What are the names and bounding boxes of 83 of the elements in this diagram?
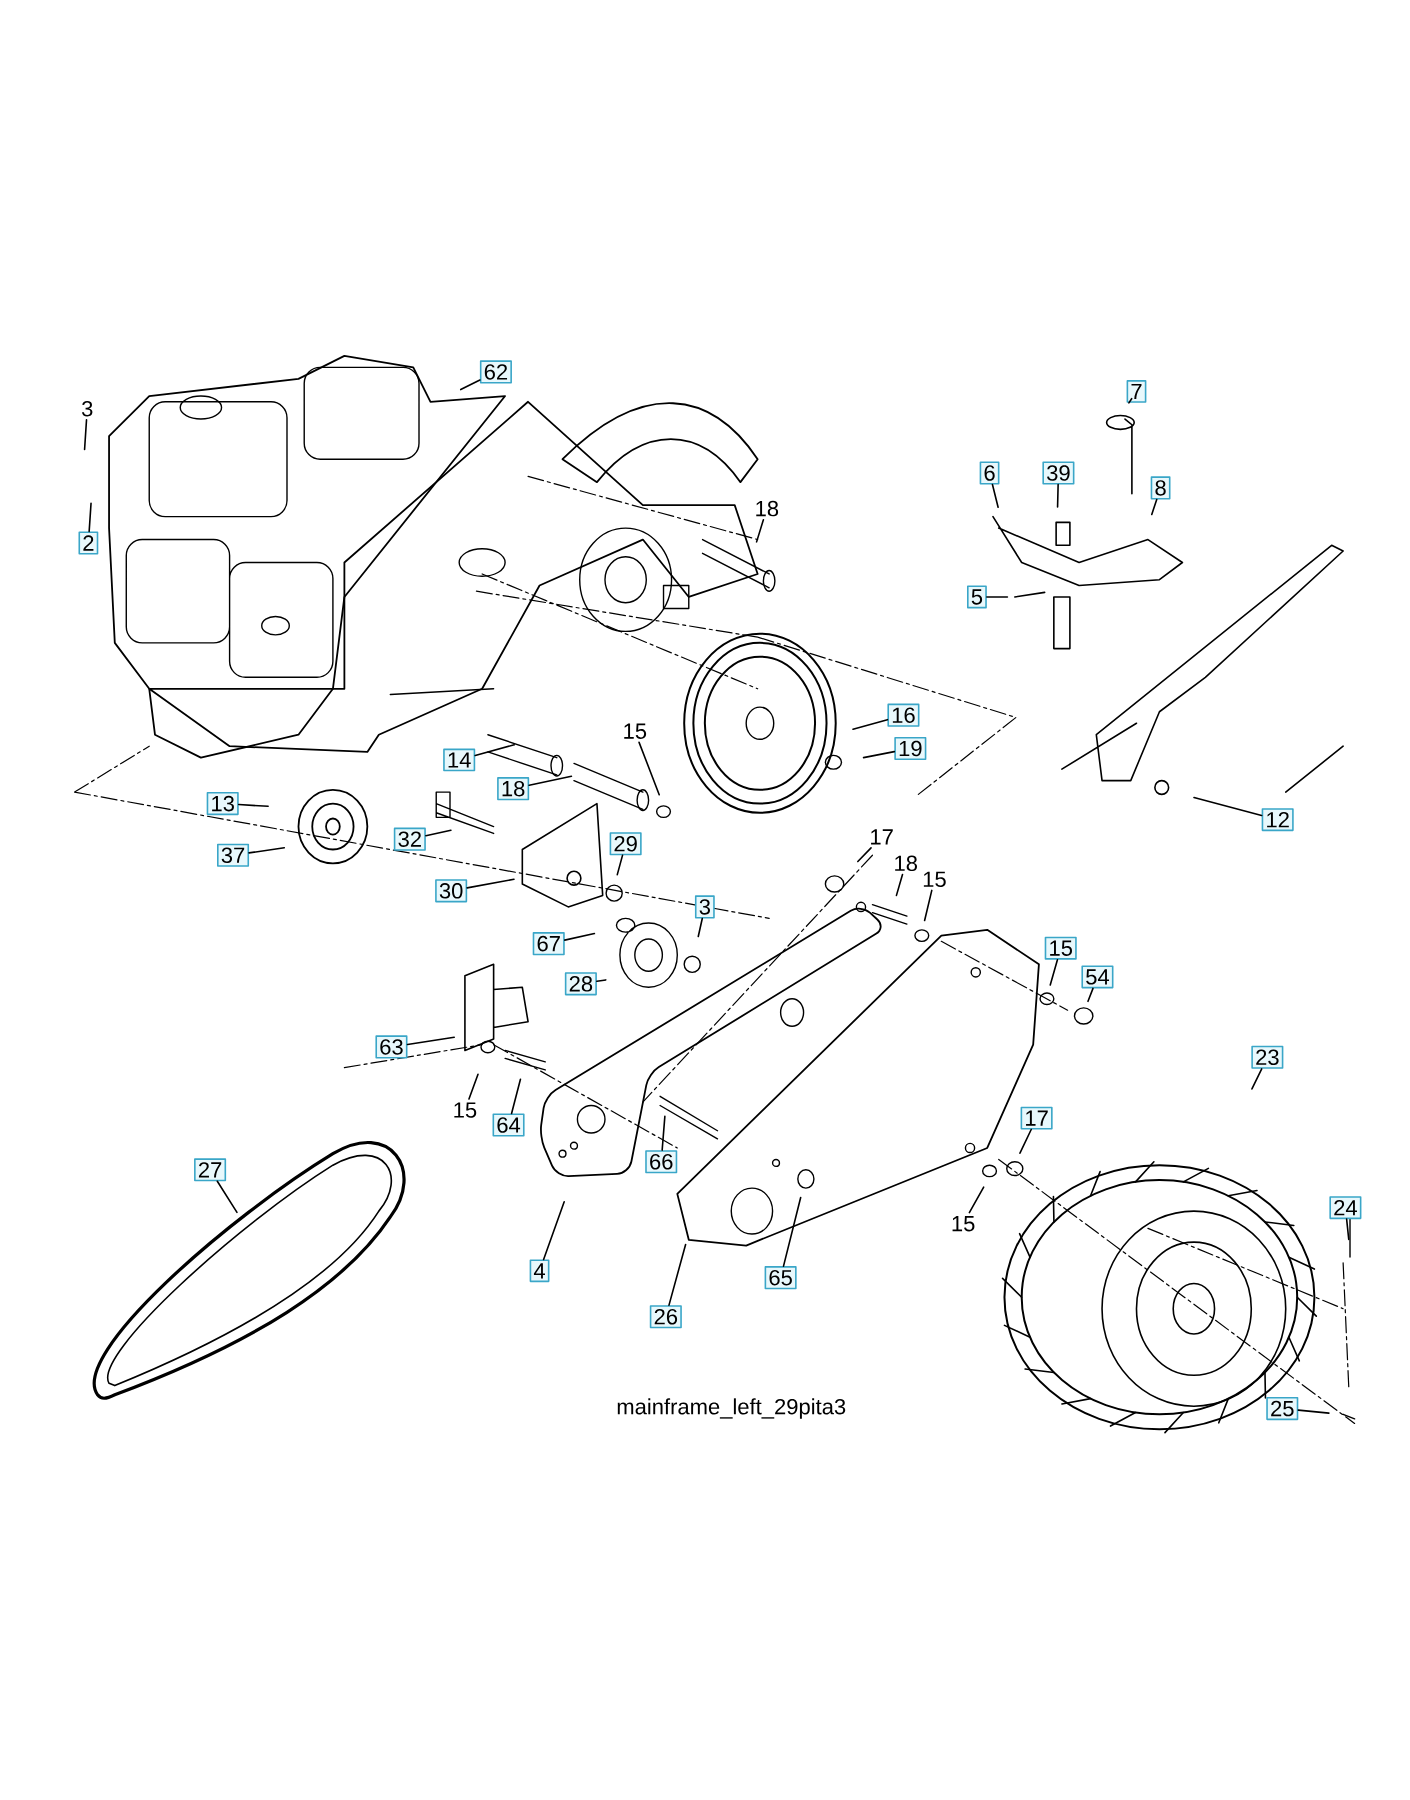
callout-number: 17 xyxy=(866,826,898,848)
leader-line xyxy=(668,1243,687,1306)
leader-line xyxy=(1297,1409,1330,1414)
callout-number: 54 xyxy=(1081,965,1114,989)
leader-line xyxy=(1193,796,1263,817)
leader-line xyxy=(460,379,481,391)
leader-line xyxy=(852,718,889,730)
callout-number: 63 xyxy=(375,1035,408,1059)
leader-line xyxy=(638,741,661,796)
callout-number: 26 xyxy=(649,1305,682,1329)
callout-number: 25 xyxy=(1266,1397,1299,1421)
leader-line xyxy=(596,979,607,983)
leader-line xyxy=(83,419,88,451)
leader-line xyxy=(88,502,92,533)
callout-number: 15 xyxy=(449,1099,481,1121)
leader-line xyxy=(616,854,624,876)
callout-number: 8 xyxy=(1150,476,1171,500)
callout-number: 39 xyxy=(1042,461,1075,485)
leader-line xyxy=(238,803,270,808)
leader-line xyxy=(923,889,933,922)
leader-line xyxy=(1019,1128,1033,1154)
drawing-code: mainframe_left_29pita3 xyxy=(617,1398,846,1419)
leader-line xyxy=(1251,1068,1263,1090)
callout-number: 4 xyxy=(529,1259,550,1283)
callout-number: 18 xyxy=(890,852,922,875)
leader-line xyxy=(968,1186,985,1214)
leader-line xyxy=(466,878,515,889)
leader-line xyxy=(857,847,872,863)
callout-number: 62 xyxy=(480,360,513,384)
callout-number: 27 xyxy=(194,1158,227,1182)
callout-number: 65 xyxy=(764,1266,797,1290)
leader-line xyxy=(510,1078,522,1115)
callout-number: 15 xyxy=(919,868,950,891)
leader-line xyxy=(697,917,704,938)
callout-number: 18 xyxy=(497,777,530,801)
callout-number: 23 xyxy=(1251,1045,1284,1069)
callout-number: 18 xyxy=(751,497,783,520)
leader-line xyxy=(1128,397,1133,404)
callout-number: 14 xyxy=(443,748,476,772)
leader-line xyxy=(1346,1218,1350,1241)
callout-number: 30 xyxy=(435,879,468,903)
callout-number: 15 xyxy=(1044,936,1077,960)
leader-line xyxy=(564,932,596,941)
callout-number: 3 xyxy=(78,397,97,420)
callout-number: 15 xyxy=(619,720,651,742)
callout-number: 2 xyxy=(78,531,99,555)
callout-number: 13 xyxy=(206,792,239,816)
leader-line xyxy=(528,775,573,787)
leader-line xyxy=(248,847,286,854)
callout-number: 15 xyxy=(948,1213,979,1235)
callout-number: 16 xyxy=(887,703,920,727)
leader-line xyxy=(1049,958,1059,986)
callout-number: 24 xyxy=(1329,1196,1362,1220)
leader-line xyxy=(862,750,896,759)
callout-number: 17 xyxy=(1020,1106,1053,1130)
callout-number: 66 xyxy=(645,1150,678,1174)
callout-number: 6 xyxy=(979,461,1000,485)
callout-number: 19 xyxy=(894,736,927,761)
leader-line xyxy=(542,1200,566,1261)
leader-line xyxy=(991,483,1000,509)
callout-number: 5 xyxy=(967,585,987,609)
callout-number: 12 xyxy=(1261,808,1294,832)
leader-line xyxy=(406,1036,456,1046)
callout-number: 7 xyxy=(1126,380,1147,403)
leader-line xyxy=(755,518,765,543)
leader-line xyxy=(895,873,904,897)
callout-number: 32 xyxy=(393,827,426,851)
leader-line xyxy=(1056,483,1060,508)
leader-line xyxy=(661,1115,666,1151)
callout-number: 37 xyxy=(217,843,250,867)
callout-number: 67 xyxy=(532,932,565,956)
leader-line xyxy=(425,829,452,837)
leader-line xyxy=(468,1073,479,1100)
leader-line xyxy=(1087,987,1094,1003)
leader-line xyxy=(474,744,516,757)
callout-number: 64 xyxy=(492,1113,525,1137)
leader-line xyxy=(1151,498,1158,516)
callout-number: 3 xyxy=(695,895,715,919)
callout-number: 29 xyxy=(609,832,642,856)
leader-line xyxy=(216,1180,238,1214)
leader-line xyxy=(986,596,1009,598)
callout-number: 28 xyxy=(565,972,598,996)
leader-line xyxy=(782,1196,802,1267)
